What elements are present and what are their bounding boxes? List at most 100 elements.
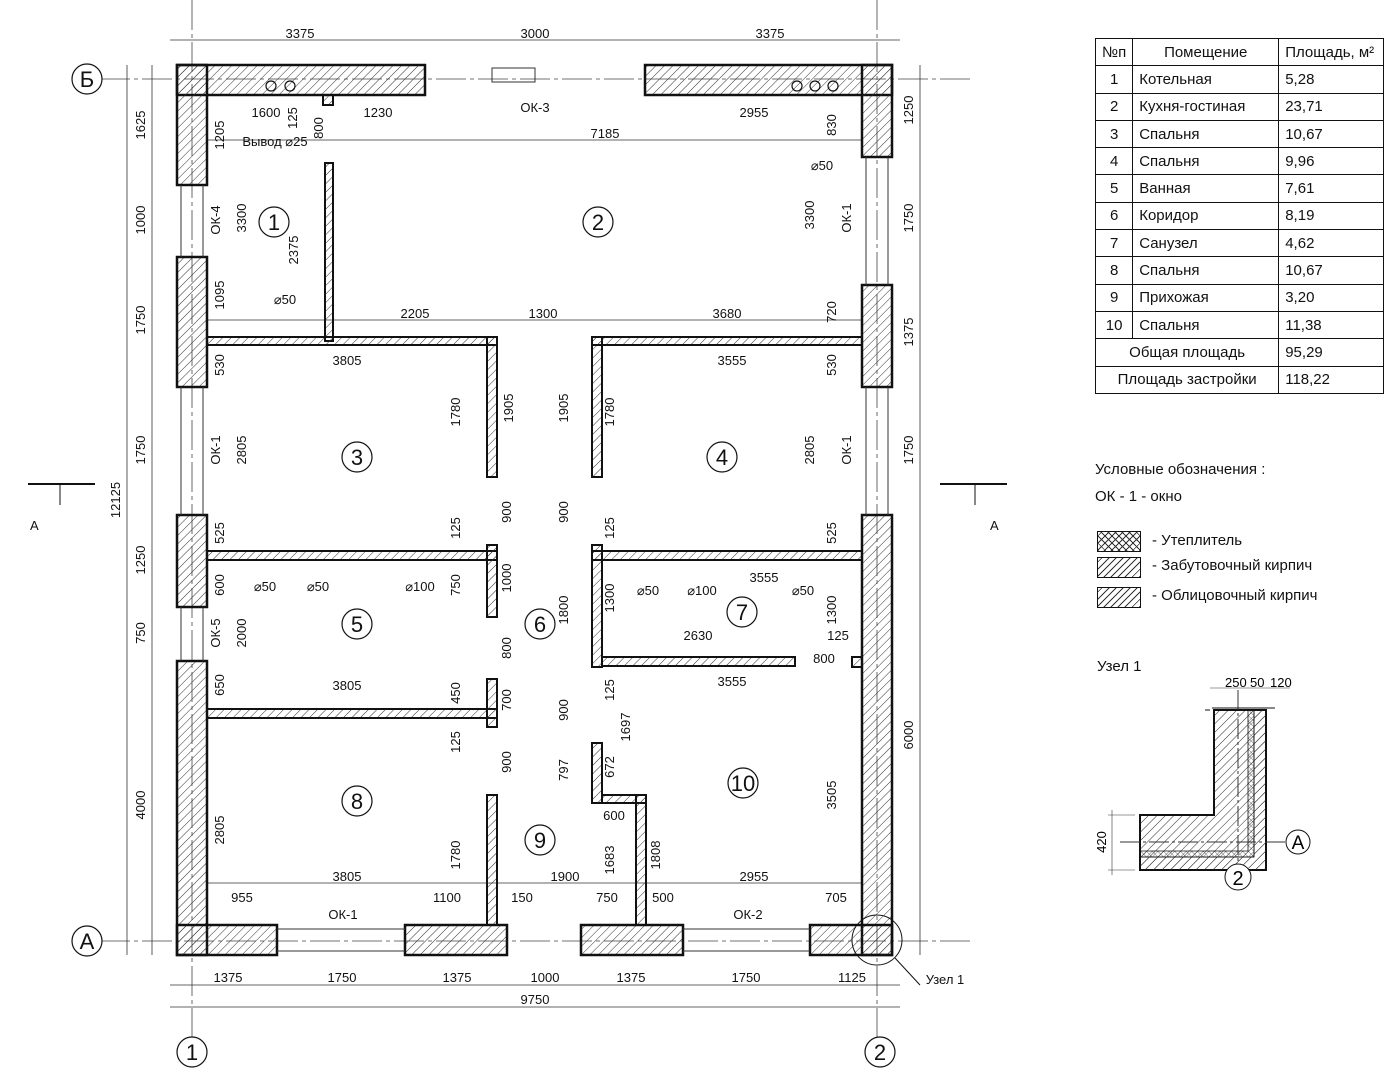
dimension-label: 1683 bbox=[602, 846, 617, 875]
room-circle bbox=[706, 441, 738, 473]
dimension-label: 1300 bbox=[529, 306, 558, 321]
interior-walls bbox=[206, 94, 863, 926]
dimension-label: 7185 bbox=[591, 126, 620, 141]
dimension-label: 1750 bbox=[901, 204, 916, 233]
dimension-label: 1375 bbox=[901, 318, 916, 347]
dimension-label: 125 bbox=[827, 628, 849, 643]
dimension-label: 705 bbox=[825, 890, 847, 905]
dimension-label: 900 bbox=[499, 751, 514, 773]
node-dim-50: 50 bbox=[1250, 675, 1264, 690]
cell-area: 9,96 bbox=[1278, 147, 1385, 176]
dimension-label: 2805 bbox=[802, 436, 817, 465]
dimension-label: 900 bbox=[499, 501, 514, 523]
room-number: 2 bbox=[592, 210, 604, 235]
pipe-label: ⌀50 bbox=[792, 583, 814, 598]
dimension-label: 1100 bbox=[433, 890, 461, 905]
dimension-label: 3805 bbox=[333, 869, 362, 884]
dimension-label: 3300 bbox=[802, 201, 817, 230]
axis-a-label: А bbox=[80, 929, 95, 954]
dimension-label: 797 bbox=[556, 759, 571, 781]
section-left-label: А bbox=[30, 518, 39, 533]
dimension-label: 955 bbox=[231, 890, 253, 905]
dimension-label: 750 bbox=[133, 622, 148, 644]
axis-2-label: 2 bbox=[874, 1040, 886, 1065]
dimension-label: 12125 bbox=[108, 482, 123, 518]
dimension-label: 1780 bbox=[448, 841, 463, 870]
dimension-label: 125 bbox=[602, 517, 617, 539]
cell-area: 3,20 bbox=[1278, 283, 1385, 312]
built-area-label: Площадь застройки bbox=[1094, 365, 1280, 394]
pipe-label: ⌀50 bbox=[637, 583, 659, 598]
dimension-label: 830 bbox=[824, 114, 839, 136]
pipe-label: ⌀50 bbox=[811, 158, 833, 173]
window-label: ОК-3 bbox=[520, 100, 549, 115]
cell-n: 10 bbox=[1094, 310, 1134, 340]
dimension-label: 1780 bbox=[602, 398, 617, 427]
cell-name: Санузел bbox=[1132, 229, 1280, 258]
cell-n: 1 bbox=[1094, 65, 1134, 94]
dimension-label: 450 bbox=[448, 682, 463, 704]
total-area-label: Общая площадь bbox=[1094, 338, 1280, 367]
cell-n: 7 bbox=[1094, 229, 1134, 258]
cell-area: 4,62 bbox=[1278, 229, 1385, 258]
dimension-label: 2955 bbox=[740, 869, 769, 884]
header-area: Площадь, м² bbox=[1278, 37, 1385, 67]
dimension-label: 1300 bbox=[824, 596, 839, 625]
dimension-label: 900 bbox=[556, 501, 571, 523]
room-number: 1 bbox=[268, 210, 280, 235]
cell-name: Спальня bbox=[1132, 119, 1280, 149]
window-openings bbox=[180, 67, 889, 952]
dimension-label: 2205 bbox=[401, 306, 430, 321]
node-1-callout bbox=[851, 914, 921, 986]
dimension-label: 1750 bbox=[133, 306, 148, 335]
node-dim-120: 120 bbox=[1270, 675, 1292, 690]
dimension-label: 2805 bbox=[212, 816, 227, 845]
dimension-label: 720 bbox=[824, 301, 839, 323]
dimension-label: 2805 bbox=[234, 436, 249, 465]
room-number: 3 bbox=[351, 445, 363, 470]
window-label: ОК-2 bbox=[733, 907, 762, 922]
node-dim-420: 420 bbox=[1094, 831, 1109, 853]
dimension-label: 1750 bbox=[732, 970, 761, 985]
room-circle bbox=[582, 206, 614, 238]
dimension-label: 1905 bbox=[556, 394, 571, 423]
room-circle bbox=[341, 608, 373, 640]
dimension-label: 3680 bbox=[713, 306, 742, 321]
axis-b-label: Б bbox=[80, 67, 94, 92]
dimension-label: 125 bbox=[602, 679, 617, 701]
cell-area: 11,38 bbox=[1278, 310, 1385, 340]
cell-name: Коридор bbox=[1132, 201, 1280, 231]
dimension-label: 800 bbox=[813, 651, 835, 666]
backing-brick-swatch bbox=[1097, 557, 1141, 578]
dimension-label: 6000 bbox=[901, 721, 916, 750]
cell-name: Кухня-гостиная bbox=[1132, 92, 1280, 121]
pipe-label: ⌀100 bbox=[405, 579, 435, 594]
dimension-label: 650 bbox=[212, 674, 227, 696]
room-circle bbox=[524, 608, 556, 640]
pipe-label: Вывод ⌀25 bbox=[242, 134, 307, 149]
dimension-label: 1750 bbox=[328, 970, 357, 985]
pipe-label: ⌀50 bbox=[254, 579, 276, 594]
dimension-lines bbox=[126, 39, 921, 1008]
dimension-label: 3000 bbox=[521, 26, 550, 41]
dimension-label: 3555 bbox=[718, 353, 747, 368]
room-number: 8 bbox=[351, 789, 363, 814]
cell-n: 6 bbox=[1094, 201, 1134, 231]
cell-name: Прихожая bbox=[1132, 283, 1280, 312]
room-circle bbox=[727, 767, 759, 799]
dimension-label: 125 bbox=[448, 517, 463, 539]
legend-backing-brick: - Забутовочный кирпич bbox=[1152, 557, 1313, 574]
cell-area: 7,61 bbox=[1278, 174, 1385, 203]
axis-markers bbox=[71, 63, 896, 1068]
dimension-label: 1125 bbox=[838, 970, 866, 985]
legend-facing-brick: - Облицовочный кирпич bbox=[1152, 587, 1318, 604]
header-room: Помещение bbox=[1132, 37, 1280, 67]
cell-name: Спальня bbox=[1132, 147, 1280, 176]
